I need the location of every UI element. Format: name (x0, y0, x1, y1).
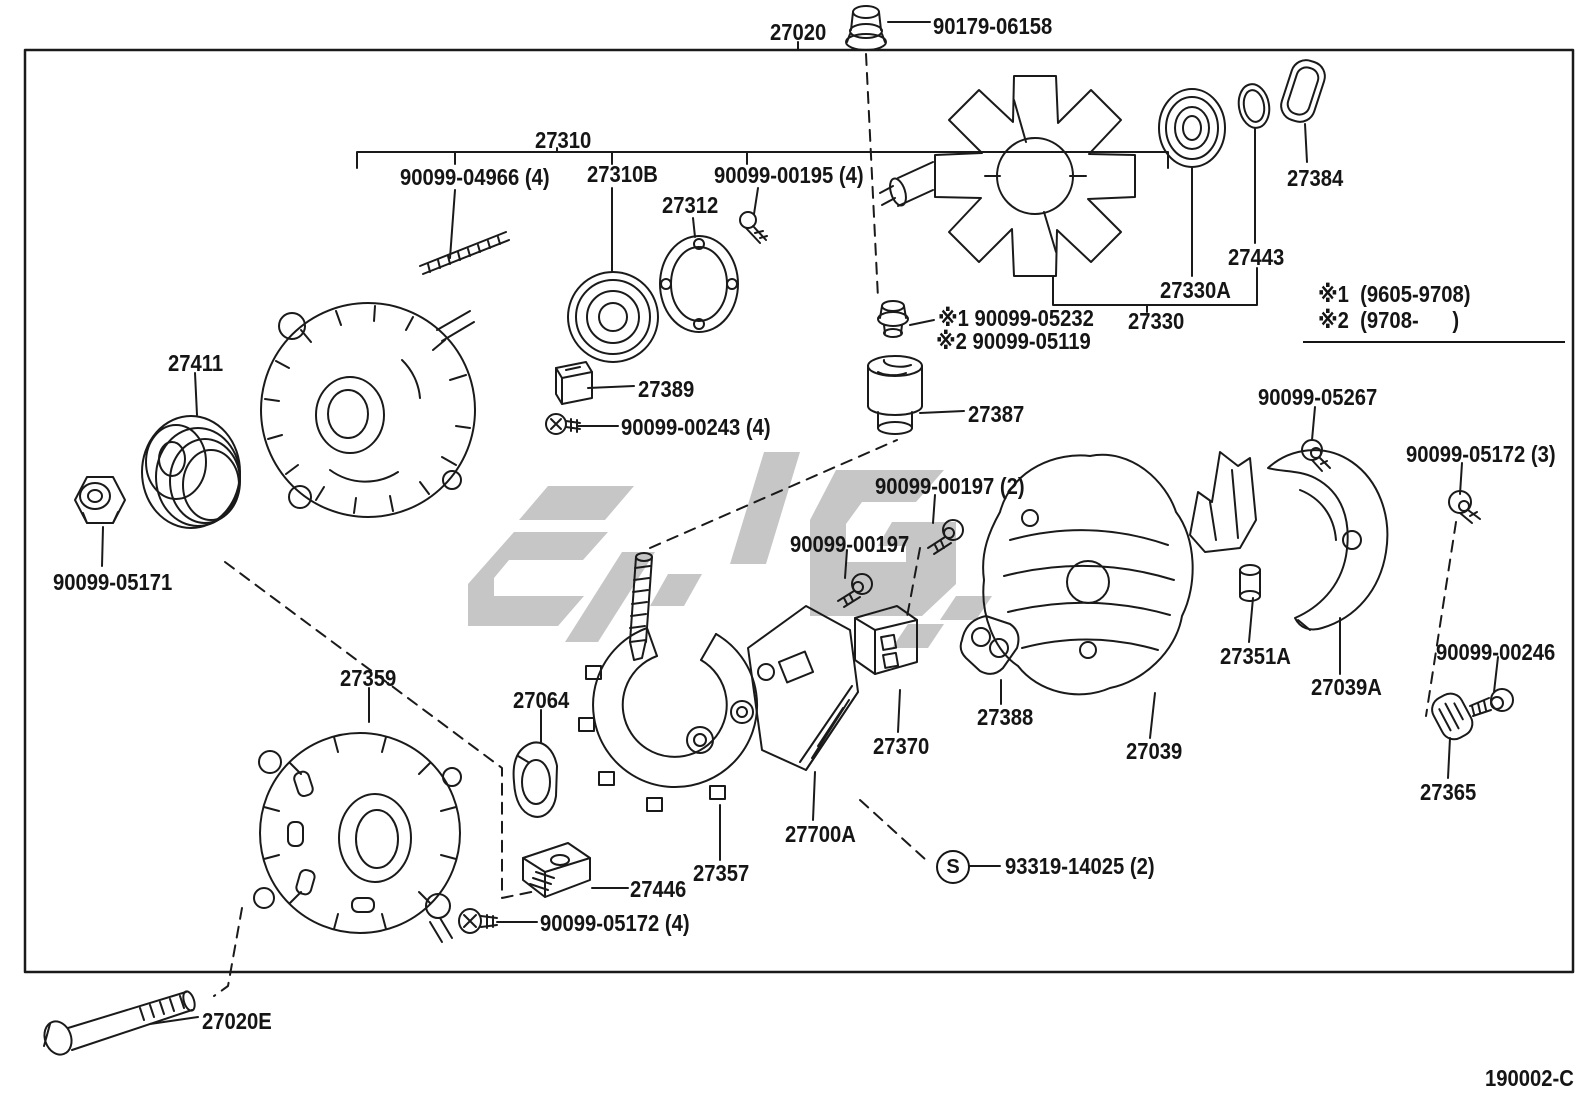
brush-end-frame-part (578, 627, 758, 812)
label-27039: 27039 (1126, 738, 1183, 764)
label-27020e: 27020E (202, 1008, 272, 1034)
note-underline (1303, 341, 1565, 343)
rotor-part (879, 75, 1136, 277)
label-90099-05172-3: 90099-05172 (3) (1406, 441, 1556, 467)
insulator-plate-part (512, 741, 558, 818)
label-90099-00246: 90099-00246 (1436, 639, 1556, 665)
brush-stud-part (629, 552, 653, 661)
insulator-cover-part (867, 355, 923, 435)
label-27370: 27370 (873, 733, 930, 759)
label-90099-04966: 90099-04966 (4) (400, 164, 550, 190)
watermark-logo (468, 452, 992, 648)
s-marker-badge: S (936, 850, 970, 884)
label-27411: 27411 (168, 350, 224, 376)
pulley-nut-part (74, 476, 126, 524)
label-hw-note-2: ※2 90099-05119 (936, 328, 1091, 354)
label-90099-00243: 90099-00243 (4) (621, 414, 771, 440)
label-27365: 27365 (1420, 779, 1477, 805)
label-90099-05267: 90099-05267 (1258, 384, 1378, 410)
label-drawing-number: 190002-C (1485, 1065, 1574, 1091)
screw-00246-part (1469, 688, 1514, 717)
label-note-2: ※2 (9708- ) (1318, 307, 1460, 333)
label-90099-00195: 90099-00195 (4) (714, 162, 864, 188)
seal-ring-part (1237, 83, 1271, 129)
protector-cover-part (1267, 449, 1389, 631)
label-27388: 27388 (977, 704, 1034, 730)
condenser-part (522, 842, 591, 898)
front-housing-part (260, 302, 476, 518)
label-27351a: 27351A (1220, 643, 1291, 669)
label-27389: 27389 (638, 376, 695, 402)
label-27387: 27387 (968, 401, 1025, 427)
label-27443: 27443 (1228, 244, 1285, 270)
front-bearing-part (567, 271, 659, 363)
label-note-1: ※1 (9605-9708) (1318, 281, 1471, 307)
stud-bolt-04966-part (419, 231, 510, 275)
label-27359: 27359 (340, 665, 397, 691)
label-93319-14025: 93319-14025 (2) (1005, 853, 1155, 879)
terminal-insulator-part (555, 361, 593, 405)
screw-00197-part (837, 573, 873, 608)
screw-05267-part (1301, 439, 1331, 472)
label-27357: 27357 (693, 860, 750, 886)
screw-00197-2-part (927, 519, 964, 555)
regulator-part (747, 605, 859, 771)
label-90099-05171: 90099-05171 (53, 569, 173, 595)
label-90099-00197: 90099-00197 (790, 531, 910, 557)
terminal-cover-part (1280, 59, 1326, 123)
label-27039a: 27039A (1311, 674, 1382, 700)
rectifier-block-part (854, 605, 918, 675)
label-27330: 27330 (1128, 308, 1185, 334)
label-90179-06158: 90179-06158 (933, 13, 1053, 39)
screw-05172-3-part (1448, 490, 1481, 524)
label-27312: 27312 (662, 192, 719, 218)
label-hw-note-1: ※1 90099-05232 (938, 305, 1094, 331)
label-90099-05172-4: 90099-05172 (4) (540, 910, 690, 936)
wire-clamp-part (1431, 692, 1474, 741)
label-27064: 27064 (513, 687, 570, 713)
rear-bearing-part (1158, 88, 1226, 168)
screw-00195-part (739, 211, 768, 244)
label-27700a: 27700A (785, 821, 856, 847)
label-27446: 27446 (630, 876, 687, 902)
label-27310b: 27310B (587, 161, 658, 187)
sleeve-pin-part (1239, 564, 1261, 602)
through-bolt-part (43, 990, 196, 1056)
label-27330a: 27330A (1160, 277, 1231, 303)
label-27310: 27310 (535, 127, 592, 153)
rear-bracket-part (253, 732, 462, 943)
screw-05172-4-part (458, 908, 498, 934)
terminal-holder-part (959, 615, 1020, 675)
nut-90179-part (845, 5, 887, 51)
pulley-part (141, 415, 241, 529)
label-27020: 27020 (770, 19, 827, 45)
assembly-dashed-lines (213, 53, 1457, 997)
screw-00243-part (545, 413, 581, 435)
insulator-bushing-part (877, 300, 909, 338)
rectifier-fin-part (1189, 451, 1257, 553)
label-27384: 27384 (1287, 165, 1344, 191)
bearing-retainer-part (659, 235, 739, 333)
label-90099-00197-2: 90099-00197 (2) (875, 473, 1025, 499)
leader-lines (101, 21, 1499, 1025)
rear-cover-part (982, 453, 1194, 696)
